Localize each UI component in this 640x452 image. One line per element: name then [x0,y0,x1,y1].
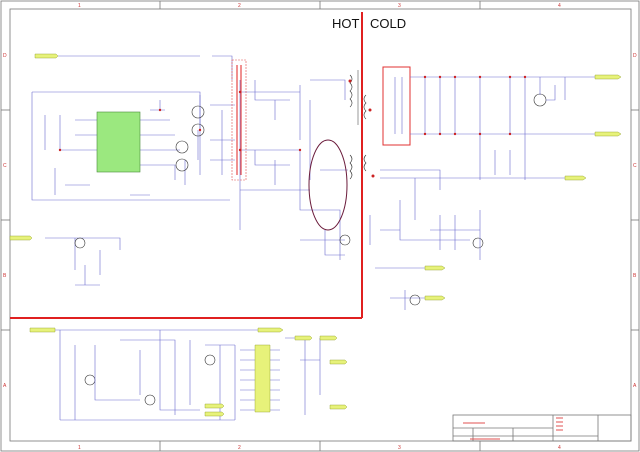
column-number: 2 [238,3,241,9]
row-letter: D [3,53,7,59]
inner-border [9,8,632,442]
hot-label: HOT [332,16,360,31]
row-letter: B [3,273,7,279]
column-number: 3 [398,445,401,451]
row-letter: D [633,53,637,59]
controller-ic [96,111,141,173]
title-block [452,414,632,442]
row-letter: A [3,383,7,389]
column-number: 4 [558,445,561,451]
highlight-ellipse [308,139,348,231]
cold-label: COLD [370,16,406,31]
row-letter: A [633,383,637,389]
standby-wiring [55,329,321,421]
row-letter: C [633,163,637,169]
column-number: 1 [78,445,81,451]
transistors [74,93,547,406]
primary-wiring [31,55,348,286]
column-number: 1 [78,3,81,9]
column-number: 4 [558,3,561,9]
rectifier-highlight-box [382,66,411,146]
row-letter: C [3,163,7,169]
column-number: 3 [398,3,401,9]
transformers [231,59,375,181]
column-number: 2 [238,445,241,451]
row-letter: B [633,273,637,279]
secondary-wiring [369,76,595,310]
junction-dots [58,75,527,152]
net-labels [9,53,622,417]
